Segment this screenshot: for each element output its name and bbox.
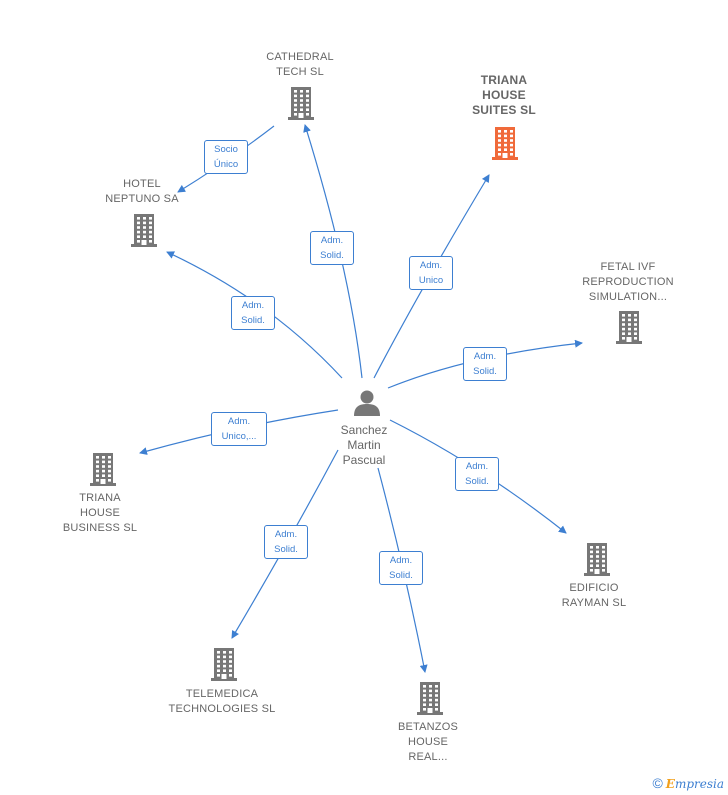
footer-brand: ©Empresia <box>652 775 724 791</box>
person-name: Sanchez Martin Pascual <box>340 423 388 467</box>
relation-label[interactable]: Adm. Solid. <box>231 296 275 330</box>
relation-label[interactable]: Adm. Solid. <box>463 347 507 381</box>
building-icon[interactable] <box>490 126 520 165</box>
relation-label[interactable]: Adm. Solid. <box>310 231 354 265</box>
company-label-betanzos[interactable]: BETANZOS HOUSE REAL... <box>397 721 459 763</box>
building-icon[interactable] <box>129 213 159 252</box>
relation-label[interactable]: Socio Único <box>204 140 248 174</box>
company-label-cathedral[interactable]: CATHEDRAL TECH SL <box>266 51 334 78</box>
building-icon[interactable] <box>582 542 612 581</box>
building-icon[interactable] <box>614 310 644 349</box>
company-label-hotel-neptuno[interactable]: HOTEL NEPTUNO SA <box>105 178 179 205</box>
person-node[interactable] <box>352 388 382 418</box>
building-icon[interactable] <box>88 452 118 491</box>
brand-logo: Empresia <box>665 777 724 791</box>
company-label-fetal[interactable]: FETAL IVF REPRODUCTION SIMULATION... <box>582 261 674 303</box>
building-icon[interactable] <box>286 86 316 125</box>
company-label-triana-business[interactable]: TRIANA HOUSE BUSINESS SL <box>62 492 138 534</box>
building-icon[interactable] <box>209 647 239 686</box>
relation-label[interactable]: Adm. Solid. <box>379 551 423 585</box>
relation-label[interactable]: Adm. Unico <box>409 256 453 290</box>
person-icon <box>354 390 380 416</box>
relation-label[interactable]: Adm. Solid. <box>455 457 499 491</box>
building-icon[interactable] <box>415 681 445 720</box>
relation-label[interactable]: Adm. Solid. <box>264 525 308 559</box>
company-label-edificio[interactable]: EDIFICIO RAYMAN SL <box>561 582 627 609</box>
relation-label[interactable]: Adm. Unico,... <box>211 412 267 446</box>
company-label-triana-suites[interactable]: TRIANA HOUSE SUITES SL <box>472 73 536 117</box>
copyright-symbol: © <box>652 775 663 791</box>
company-label-telemedica[interactable]: TELEMEDICA TECHNOLOGIES SL <box>168 688 276 715</box>
